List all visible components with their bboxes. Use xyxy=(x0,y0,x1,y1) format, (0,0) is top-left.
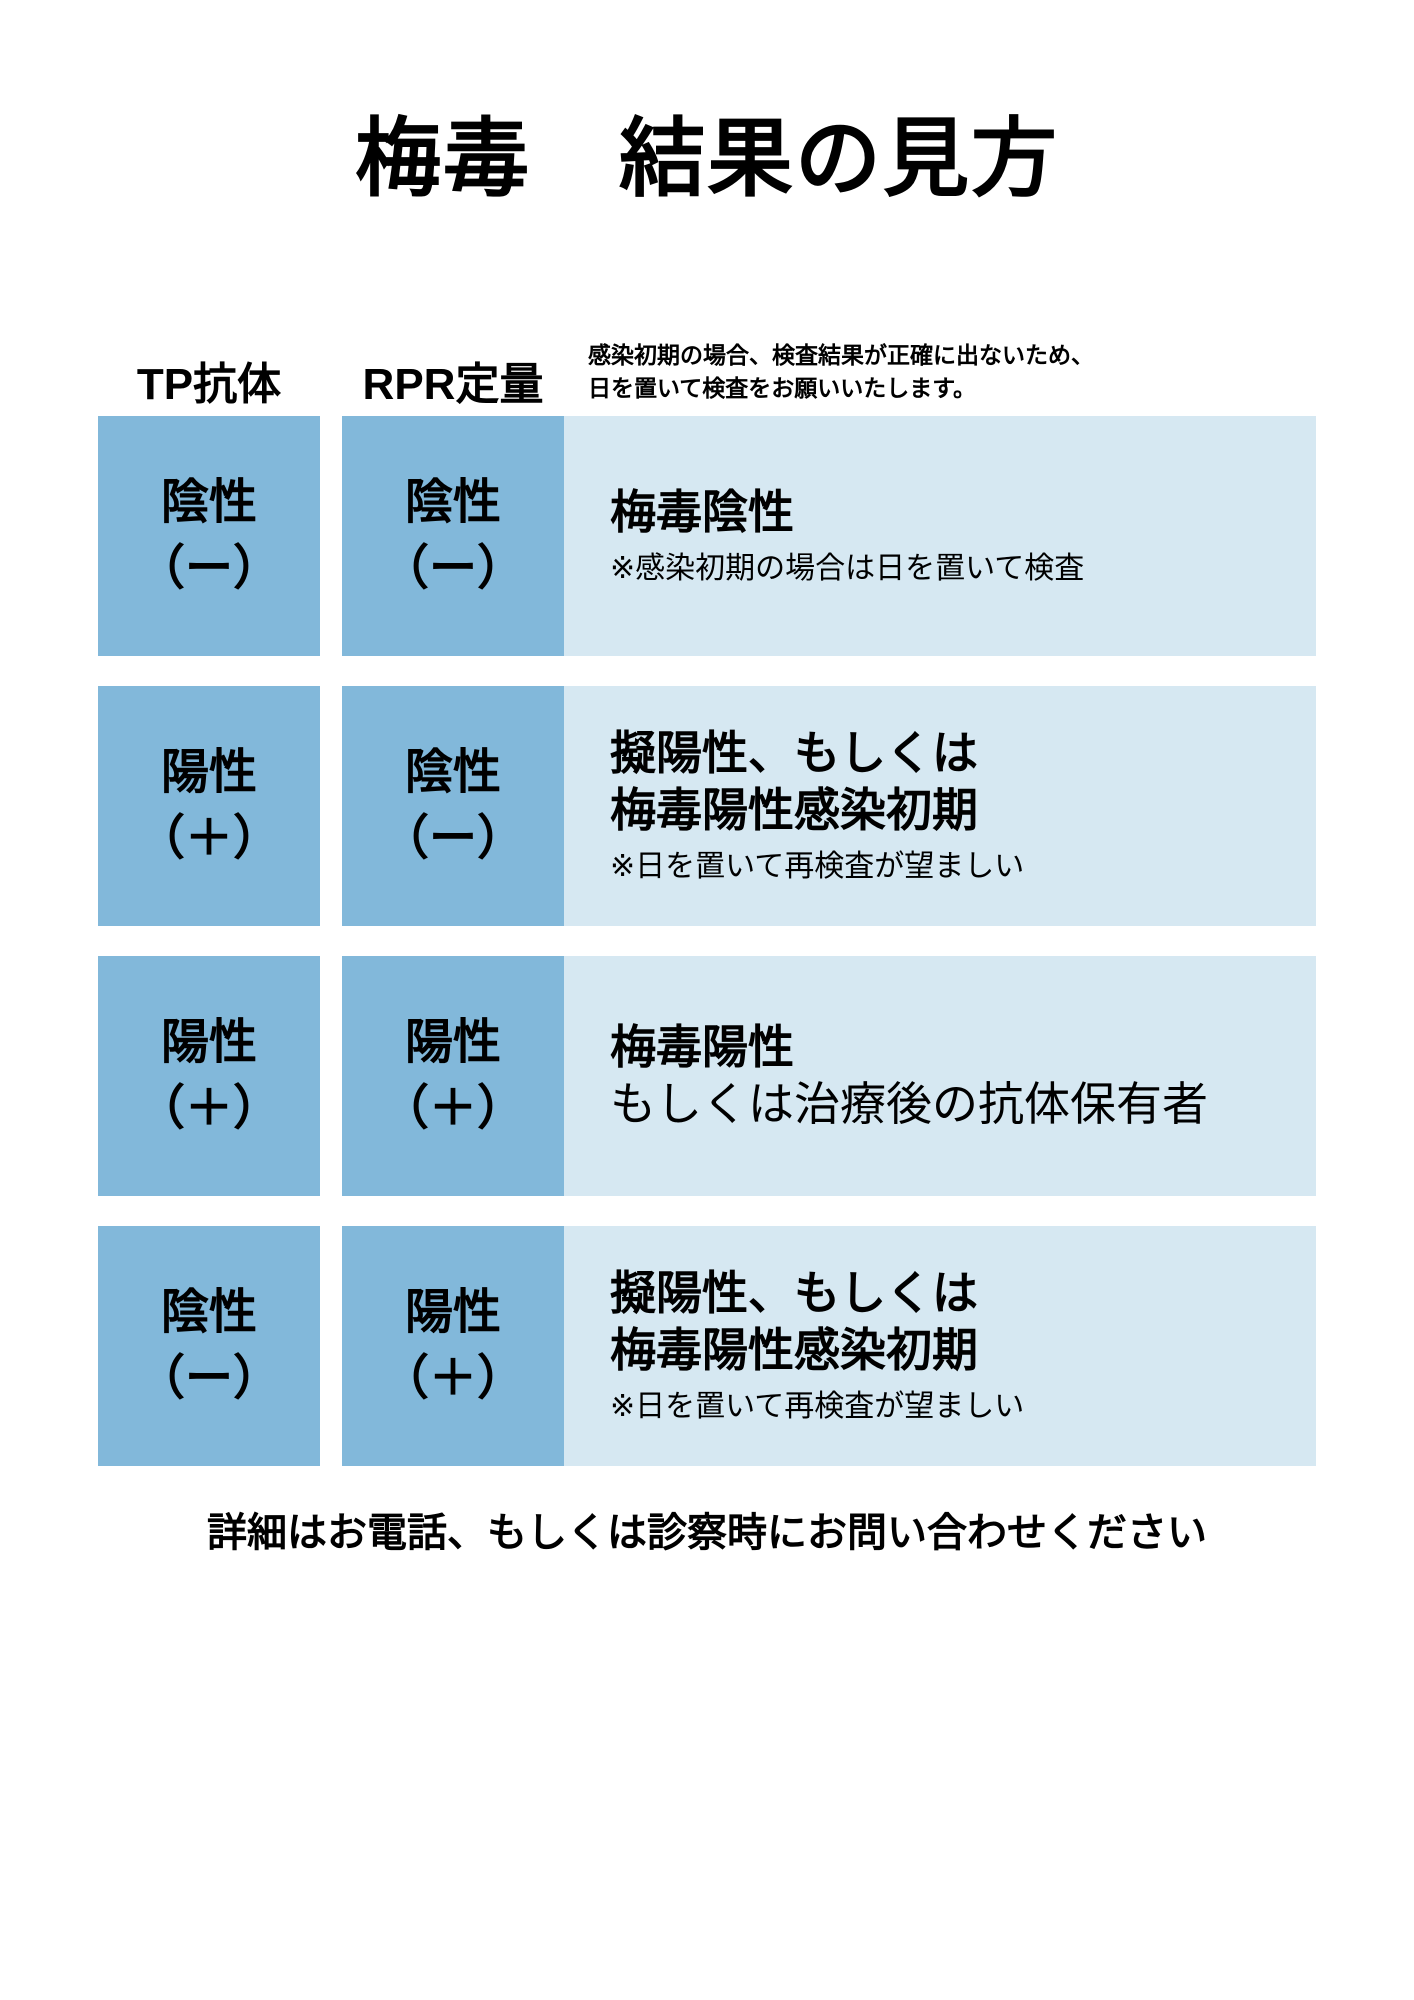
rpr-result-word: 陽性 xyxy=(404,1016,501,1070)
interpretation-panel: 擬陽性、もしくは 梅毒陽性感染初期 ※日を置いて再検査が望ましい xyxy=(564,685,1316,926)
interpretation-note: ※日を置いて再検査が望ましい xyxy=(610,1390,1025,1424)
interpretation-note: ※日を置いて再検査が望ましい xyxy=(610,850,1025,884)
interpretation-panel: 擬陽性、もしくは 梅毒陽性感染初期 ※日を置いて再検査が望ましい xyxy=(564,1225,1316,1466)
table-row: 陽性 （＋） 陰性 （ー） 擬陽性、もしくは 梅毒陽性感染初期 ※日を置いて再検… xyxy=(98,685,1316,926)
interpretation-second: もしくは治療後の抗体保有者 xyxy=(610,1077,1208,1130)
column-header-row: TP抗体 RPR定量 感染初期の場合、検査結果が正確に出ないため、 日を置いて検… xyxy=(0,335,1414,407)
tp-result-cell: 陰性 （ー） xyxy=(98,415,320,656)
rpr-result-word: 陰性 xyxy=(404,746,501,800)
tp-result-sign: （ー） xyxy=(136,541,281,595)
tp-result-cell: 陽性 （＋） xyxy=(98,685,320,926)
interpretation-note: ※感染初期の場合は日を置いて検査 xyxy=(610,551,1085,585)
rpr-result-word: 陽性 xyxy=(404,1286,501,1340)
interpretation-second: 梅毒陽性感染初期 xyxy=(610,784,978,837)
rpr-result-sign: （ー） xyxy=(380,541,525,595)
tp-result-cell: 陰性 （ー） xyxy=(98,1225,320,1466)
table-row: 陽性 （＋） 陽性 （＋） 梅毒陽性 もしくは治療後の抗体保有者 xyxy=(98,955,1316,1196)
tp-result-sign: （＋） xyxy=(136,811,281,865)
interpretation-second: 梅毒陽性感染初期 xyxy=(610,1324,978,1377)
interpretation-main: 擬陽性、もしくは xyxy=(610,1267,978,1320)
tp-result-word: 陽性 xyxy=(160,746,257,800)
rpr-result-sign: （ー） xyxy=(380,811,525,865)
interpretation-main: 擬陽性、もしくは xyxy=(610,727,978,780)
page-title: 梅毒 結果の見方 xyxy=(355,111,1059,207)
interpretation-panel: 梅毒陰性 ※感染初期の場合は日を置いて検査 xyxy=(564,415,1316,656)
column-header-rpr-quant: RPR定量 xyxy=(362,359,544,409)
rpr-result-cell: 陽性 （＋） xyxy=(342,955,564,1196)
rpr-result-cell: 陰性 （ー） xyxy=(342,415,564,656)
tp-result-sign: （ー） xyxy=(136,1351,281,1405)
interpretation-main: 梅毒陰性 xyxy=(610,485,794,538)
header-note: 感染初期の場合、検査結果が正確に出ないため、 日を置いて検査をお願いいたします。 xyxy=(588,342,1094,401)
tp-result-word: 陽性 xyxy=(160,1016,257,1070)
interpretation-main: 梅毒陽性 xyxy=(610,1020,794,1073)
results-table: 陰性 （ー） 陰性 （ー） 梅毒陰性 ※感染初期の場合は日を置いて検査 陽性 （… xyxy=(0,415,1414,1466)
rpr-result-sign: （＋） xyxy=(380,1351,525,1405)
rpr-result-cell: 陰性 （ー） xyxy=(342,685,564,926)
tp-result-cell: 陽性 （＋） xyxy=(98,955,320,1196)
table-row: 陰性 （ー） 陰性 （ー） 梅毒陰性 ※感染初期の場合は日を置いて検査 xyxy=(98,415,1316,656)
interpretation-panel: 梅毒陽性 もしくは治療後の抗体保有者 xyxy=(564,955,1316,1196)
column-header-tp-antibody: TP抗体 xyxy=(136,359,282,409)
rpr-result-sign: （＋） xyxy=(380,1081,525,1135)
footer-contact-note: 詳細はお電話、もしくは診察時にお問い合わせください xyxy=(207,1510,1207,1555)
tp-result-word: 陰性 xyxy=(160,476,257,530)
tp-result-sign: （＋） xyxy=(136,1081,281,1135)
rpr-result-cell: 陽性 （＋） xyxy=(342,1225,564,1466)
rpr-result-word: 陰性 xyxy=(404,476,501,530)
tp-result-word: 陰性 xyxy=(160,1286,257,1340)
table-row: 陰性 （ー） 陽性 （＋） 擬陽性、もしくは 梅毒陽性感染初期 ※日を置いて再検… xyxy=(98,1225,1316,1466)
